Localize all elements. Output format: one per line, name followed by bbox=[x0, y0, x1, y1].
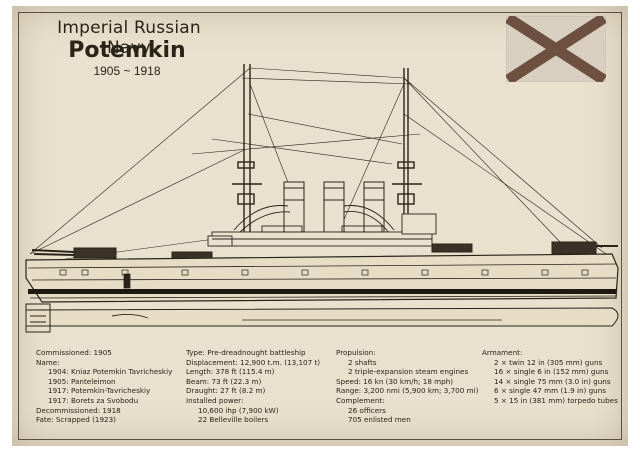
spec-line: 14 × single 75 mm (3.0 in) guns bbox=[494, 376, 611, 386]
hull-plan bbox=[25, 303, 619, 333]
spec-line: 2 triple-expansion steam engines bbox=[348, 367, 469, 377]
spec-line: 22 Belleville boilers bbox=[198, 415, 269, 425]
spec-line: 10,600 ihp (7,900 kW) bbox=[198, 405, 279, 415]
spec-line: 2 shafts bbox=[348, 357, 377, 367]
poster-frame bbox=[18, 12, 622, 440]
ship-name: Potemkin bbox=[68, 38, 186, 63]
spec-line: 16 × single 6 in (152 mm) guns bbox=[494, 367, 609, 377]
boat-cranes bbox=[233, 205, 395, 235]
spec-line: Draught: 27 ft (8.2 m) bbox=[186, 386, 266, 396]
spec-line: 5 × 15 in (381 mm) torpedo tubes bbox=[494, 395, 618, 405]
spec-line: Range: 3,200 nmi (5,900 km; 3,700 mi) bbox=[336, 386, 479, 396]
spec-line: Name: bbox=[36, 357, 60, 367]
hull bbox=[25, 253, 619, 303]
spec-line: Displacement: 12,900 t.m. (13,107 t) bbox=[186, 357, 321, 367]
spec-line: Length: 378 ft (115.4 m) bbox=[186, 367, 275, 377]
rigging bbox=[29, 67, 613, 261]
spec-line: 1905: Panteleimon bbox=[48, 376, 116, 386]
spec-line: Beam: 73 ft (22.3 m) bbox=[186, 376, 262, 386]
ship-profile-drawing bbox=[25, 64, 619, 333]
spec-line: 26 officers bbox=[348, 405, 386, 415]
spec-line: 1904: Kniaz Potemkin Tavricheskiy bbox=[48, 367, 173, 377]
navy-title: Imperial Russian Navy bbox=[57, 18, 201, 58]
spec-line: 6 × single 47 mm (1.9 in) guns bbox=[494, 386, 607, 396]
spec-line: 1917: Borets za Svobodu bbox=[48, 395, 139, 405]
service-years: 1905 ~ 1918 bbox=[93, 64, 161, 78]
spec-line: Propulsion: bbox=[336, 348, 376, 357]
blueprint-poster: Imperial Russian Navy Potemkin 1905 ~ 19… bbox=[12, 6, 628, 446]
spec-line: Fate: Scrapped (1923) bbox=[36, 415, 116, 425]
spec-line: Decommissioned: 1918 bbox=[36, 405, 121, 415]
st-andrew-flag-icon bbox=[506, 16, 606, 82]
main-turrets bbox=[31, 241, 618, 261]
portholes bbox=[59, 269, 589, 276]
spec-line: Installed power: bbox=[186, 395, 244, 405]
spec-line: Speed: 16 kn (30 km/h; 18 mph) bbox=[336, 376, 454, 386]
spec-line: 705 enlisted men bbox=[348, 415, 411, 425]
superstructure bbox=[207, 213, 437, 247]
funnels bbox=[283, 181, 385, 233]
spec-line: Armament: bbox=[482, 348, 523, 357]
spec-line: Commissioned: 1905 bbox=[36, 348, 112, 357]
spec-line: 1917: Potemkin-Tavricheskiy bbox=[48, 386, 151, 396]
spec-line: Complement: bbox=[336, 395, 385, 405]
spec-line: 2 × twin 12 in (305 mm) guns bbox=[494, 357, 603, 367]
spec-line: Type: Pre-dreadnought battleship bbox=[186, 348, 306, 357]
